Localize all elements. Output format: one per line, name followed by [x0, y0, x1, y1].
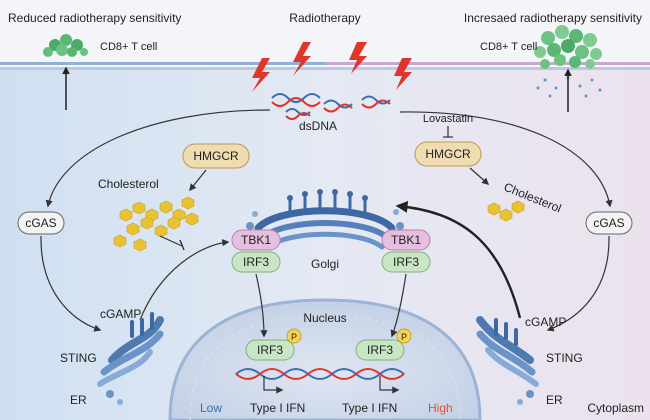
cholesterol-cluster-left	[113, 196, 199, 252]
irf3-node-left: IRF3	[231, 251, 281, 273]
t-cell-cluster-left	[43, 34, 88, 57]
cell-membrane-inner	[0, 67, 650, 70]
nucleus-label: Nucleus	[303, 311, 346, 325]
lovastatin-label: Lovastatin	[423, 113, 473, 125]
cgas-node-left: cGAS	[17, 211, 65, 235]
tbk1-label-right: TBK1	[391, 233, 421, 247]
inhibit-bar-cholesterol	[179, 239, 185, 251]
cytoplasm-label: Cytoplasm	[587, 401, 644, 415]
lightning-icon	[349, 42, 367, 74]
arrow-cgas-to-sting-left	[40, 235, 102, 332]
arrow-dsdna-to-cgas-left	[45, 109, 271, 208]
inhibit-cholesterol-tbk1	[159, 235, 183, 247]
cell-membrane-outer-right	[325, 62, 650, 65]
ifn-label-right: Type I IFN	[342, 401, 397, 415]
lightning-icon	[293, 42, 311, 76]
sting-label-right: STING	[546, 351, 583, 365]
tbk1-node-left: TBK1	[231, 229, 281, 251]
arrow-sting-to-golgi-right	[395, 200, 522, 319]
irf3-nuc-label-left: IRF3	[257, 343, 283, 357]
cd8-label-right: CD8+ T cell	[480, 41, 537, 53]
heading-left: Reduced radiotherapy sensitivity	[8, 11, 181, 25]
arrow-dsdna-to-cgas-right	[399, 111, 613, 208]
lightning-icon	[394, 58, 412, 90]
dsdna-label: dsDNA	[299, 119, 337, 133]
irf3-label-right: IRF3	[393, 255, 419, 269]
golgi-label: Golgi	[311, 257, 339, 271]
er-label-right: ER	[546, 393, 563, 407]
level-low-label: Low	[200, 401, 222, 415]
irf3-nuclear-right: IRF3 P	[355, 328, 412, 361]
arrow-hmgcr-to-cholesterol-right	[469, 167, 490, 185]
dsdna-fragments	[271, 93, 391, 120]
hmgcr-node-left: HMGCR	[182, 143, 250, 169]
cd8-label-left: CD8+ T cell	[100, 41, 157, 53]
phospho-left: P	[291, 332, 297, 342]
cgas-label-right: cGAS	[593, 216, 624, 230]
radiation-bolts	[252, 42, 412, 92]
cgamp-label-right: cGAMP	[525, 315, 566, 329]
cgas-label-left: cGAS	[25, 216, 56, 230]
heading-center: Radiotherapy	[289, 11, 360, 25]
arrow-cgas-to-sting-right	[546, 235, 610, 332]
heading-right: Incresaed radiotherapy sensitivity	[464, 11, 642, 25]
cholesterol-label-left: Cholesterol	[98, 177, 159, 191]
er-sting-right	[476, 316, 539, 405]
arrow-transcription-right	[379, 376, 400, 394]
cgamp-label-left: cGAMP	[100, 307, 141, 321]
lightning-icon	[252, 58, 270, 92]
hmgcr-label-left: HMGCR	[193, 149, 239, 163]
cholesterol-cluster-right	[487, 200, 525, 222]
arrow-hmgcr-to-cholesterol-left	[189, 169, 207, 192]
irf3-node-right: IRF3	[381, 251, 431, 273]
cgas-node-right: cGAS	[585, 211, 633, 235]
level-high-label: High	[428, 401, 453, 415]
irf3-nuc-label-right: IRF3	[367, 343, 393, 357]
tbk1-node-right: TBK1	[381, 229, 431, 251]
tbk1-label-left: TBK1	[241, 233, 271, 247]
er-label-left: ER	[70, 393, 87, 407]
phospho-right: P	[401, 332, 407, 342]
hmgcr-label-right: HMGCR	[425, 147, 471, 161]
arrow-sting-to-tbk1-left	[139, 239, 230, 321]
nuclear-dna-helix	[235, 368, 405, 380]
arrow-transcription-left	[263, 376, 284, 394]
hmgcr-node-right: HMGCR	[414, 141, 482, 167]
irf3-label-left: IRF3	[243, 255, 269, 269]
irf3-nuclear-left: IRF3 P	[245, 328, 302, 361]
sting-label-left: STING	[60, 351, 97, 365]
arrow-irf3-to-nucleus-left	[255, 273, 268, 338]
t-cell-cluster-right	[534, 25, 602, 69]
er-sting-left	[97, 312, 164, 405]
ifn-label-left: Type I IFN	[250, 401, 305, 415]
arrow-irf3-to-nucleus-right	[390, 273, 407, 338]
